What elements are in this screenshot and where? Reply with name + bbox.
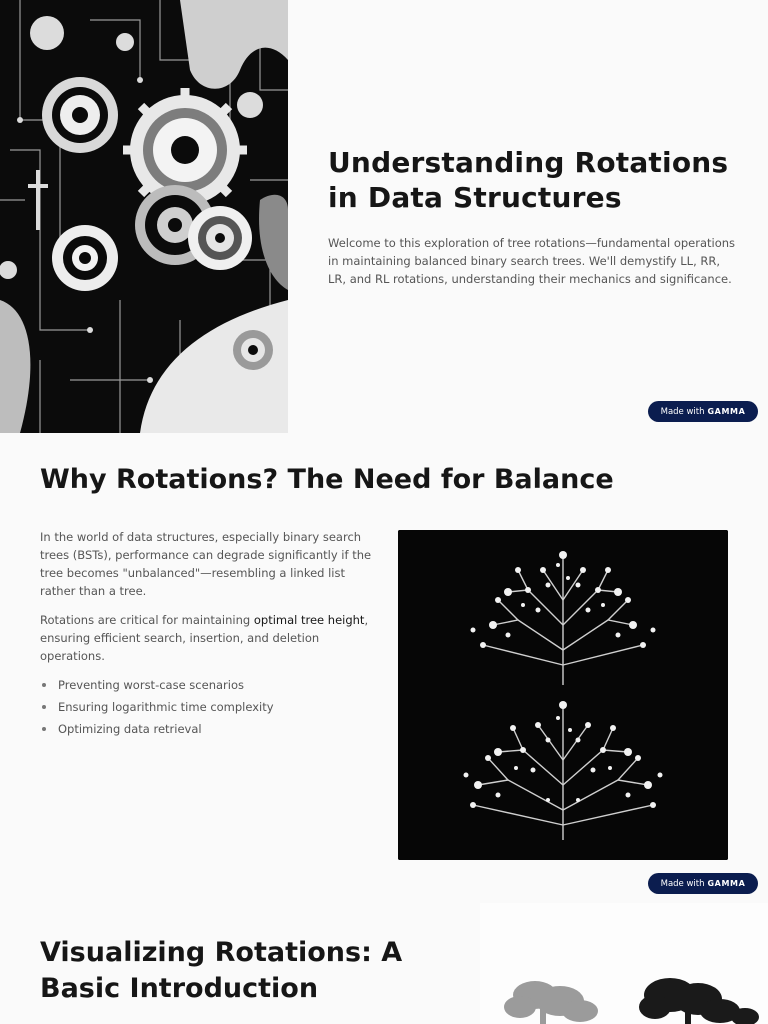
made-with-gamma-badge[interactable]: Made with GAMMA [648,401,758,422]
emphasis-text: optimal tree height [253,613,365,627]
slide-visualizing-rotations: Visualizing Rotations: A Basic Introduct… [0,903,768,1024]
section-title: Visualizing Rotations: A Basic Introduct… [40,937,403,1004]
two-node-trees-illustration [398,530,728,860]
list-item: Preventing worst-case scenarios [40,676,375,694]
slide-intro: Understanding Rotations in Data Structur… [0,0,768,433]
intro-paragraph: Welcome to this exploration of tree rota… [328,236,736,286]
page-title: Understanding Rotations in Data Structur… [328,146,729,214]
tree-silhouettes-illustration [480,903,768,1024]
badge-brand: GAMMA [707,879,746,888]
section-text: In the world of data structures, especia… [40,528,375,742]
list-item: Optimizing data retrieval [40,720,375,738]
badge-prefix: Made with [660,406,705,417]
made-with-gamma-badge[interactable]: Made with GAMMA [648,873,758,894]
paragraph-text: Rotations are critical for maintaining [40,613,254,627]
badge-brand: GAMMA [707,407,746,416]
bullet-list: Preventing worst-case scenarios Ensuring… [40,676,375,738]
slide-why-rotations: Why Rotations? The Need for Balance In t… [0,433,768,903]
paragraph-text: , ensuring efficient search, insertion, … [40,613,369,663]
gears-circuit-illustration [0,0,288,433]
badge-prefix: Made with [660,878,705,889]
paragraph: In the world of data structures, especia… [40,530,372,598]
section-title: Why Rotations? The Need for Balance [40,464,614,495]
paragraph: Rotations are critical for maintaining o… [40,611,375,665]
list-item: Ensuring logarithmic time complexity [40,698,375,716]
